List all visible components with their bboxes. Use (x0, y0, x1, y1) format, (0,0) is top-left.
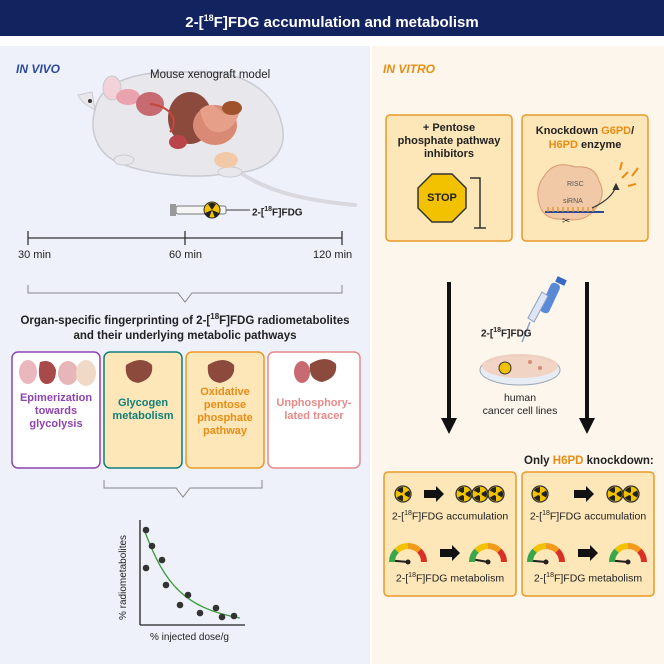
title-superscript: 18 (203, 13, 214, 23)
timeline-label-60: 60 min (169, 249, 203, 261)
syringe-icon (170, 201, 250, 219)
risc-label: RISC (567, 181, 584, 188)
metabolism-label-left: 2-[18F]FDG metabolism (395, 572, 505, 585)
box-unphosphorylated (267, 351, 361, 469)
figure-header: 2-[18F]FDG accumulation and metabolism (0, 0, 664, 36)
metabolism-label-right: 2-[18F]FDG metabolism (533, 572, 643, 585)
accumulation-label-left: 2-[18F]FDG accumulation (391, 510, 509, 523)
scatter-point (148, 542, 156, 550)
only-h6pd-label: Only H6PD knockdown: (524, 455, 654, 467)
radioactive-icon (394, 485, 412, 503)
box-epimerization (11, 351, 101, 469)
scatter-point (142, 564, 150, 572)
accumulation-label-right: 2-[18F]FDG accumulation (529, 510, 647, 523)
brace-bottom (103, 480, 263, 498)
right-arrow-icon (424, 486, 444, 502)
plot-ylabel: % radiometabolites (118, 534, 129, 620)
scatter-point (158, 556, 166, 564)
radioactive-icon (622, 485, 640, 503)
scatter-point (184, 591, 192, 599)
right-arrow-icon (578, 545, 598, 561)
radioactive-icon (606, 485, 624, 503)
in-vivo-label: IN VIVO (16, 62, 61, 76)
scatter-point (162, 581, 170, 589)
stop-sign-label: STOP (427, 192, 457, 204)
gauge-icon (609, 543, 647, 565)
mouse-model-label: Mouse xenograft model (150, 69, 271, 81)
scatter-point (142, 526, 150, 534)
result-box-inhibitors (383, 471, 517, 597)
scatter-plot (139, 520, 245, 626)
title-text: 2-[ (185, 14, 204, 31)
timeline (27, 231, 343, 245)
right-arrow-icon (574, 486, 594, 502)
result-box-h6pd (521, 471, 655, 597)
sirna-label: siRNA (563, 198, 583, 205)
pipette-label: 2-[18F]FDG (481, 327, 532, 340)
gauge-icons (389, 543, 647, 565)
scatter-point (176, 601, 184, 609)
gauge-icon (469, 543, 507, 565)
radioactive-icon (487, 485, 505, 503)
box-label-unphosphorylated: Unphosphory-lated tracer (276, 397, 352, 422)
risc-complex-icon (537, 164, 603, 221)
radioactive-icon (471, 485, 489, 503)
box-oxidative (185, 351, 265, 469)
scatter-point (230, 612, 238, 620)
right-arrow-icon (440, 545, 460, 561)
inhibition-line (470, 177, 486, 229)
brace-top (27, 285, 343, 303)
petri-dish-icon (479, 354, 561, 386)
radioactive-icon (455, 485, 473, 503)
fingerprint-heading: Organ-specific fingerprinting of 2-[18F]… (20, 312, 350, 342)
plot-xlabel: % injected dose/g (150, 632, 229, 643)
mouse-illustration (77, 70, 357, 207)
stop-sign-icon (417, 173, 467, 223)
in-vitro-label: IN VITRO (383, 62, 436, 76)
scatter-point (212, 604, 220, 612)
organ-icons (19, 359, 337, 386)
pipette-icon (521, 276, 567, 343)
knockdown-box-label: Knockdown G6PD/H6PD enzyme (535, 125, 635, 151)
scatter-point (196, 609, 204, 617)
title-text-end: F]FDG accumulation and metabolism (213, 14, 479, 31)
scatter-point (218, 613, 226, 621)
syringe-label: 2-[18F]FDG (252, 206, 303, 219)
gauge-icon (527, 543, 565, 565)
box-glycogen (103, 351, 183, 469)
svg-text:✂: ✂ (562, 216, 570, 227)
radioactive-icons (394, 485, 640, 503)
down-arrows (441, 282, 595, 434)
radioactive-icon (531, 485, 549, 503)
gauge-icon (389, 543, 427, 565)
timeline-label-30: 30 min (18, 249, 52, 261)
timeline-label-120: 120 min (313, 249, 353, 261)
